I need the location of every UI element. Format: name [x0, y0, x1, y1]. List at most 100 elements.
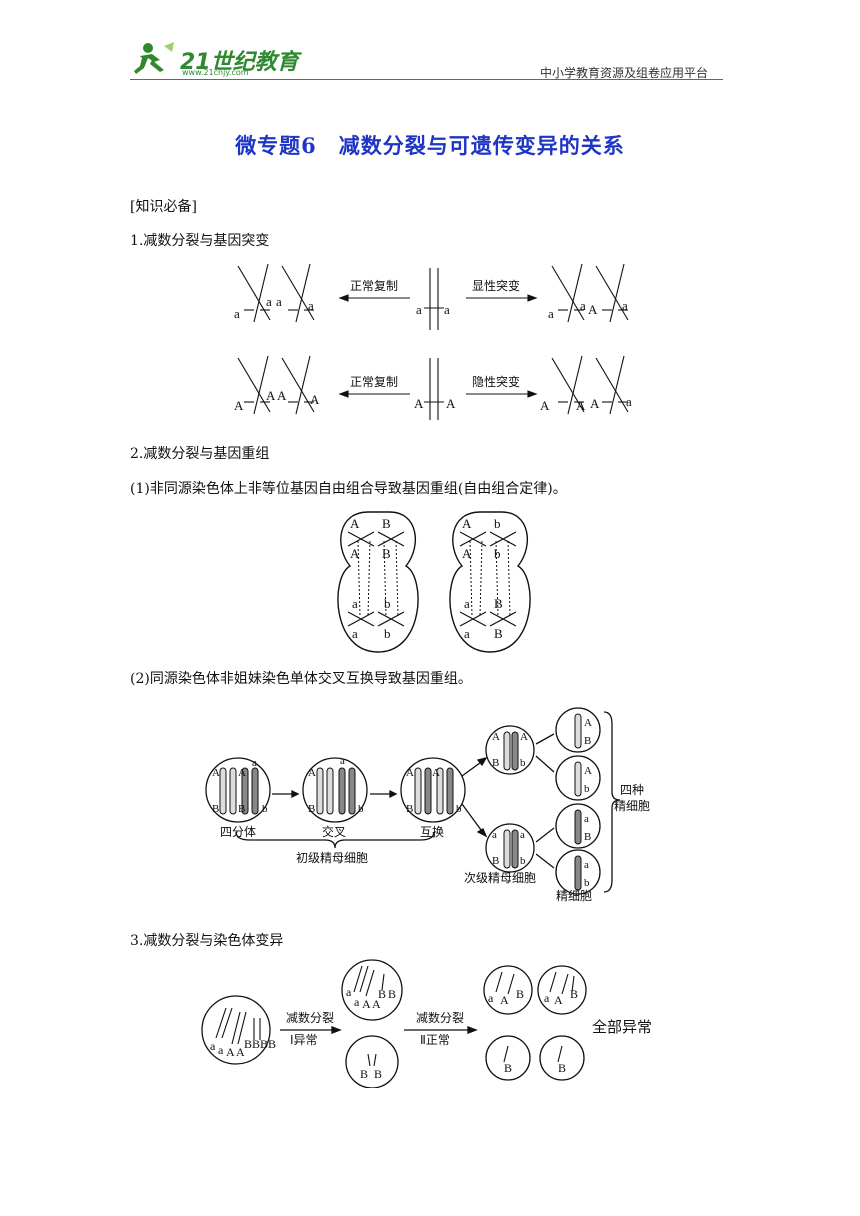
gene-label: B — [382, 516, 391, 531]
arrow-label-abnormal-1: Ⅰ异常 — [290, 1033, 318, 1047]
gene-label: B — [584, 735, 591, 747]
gene-label: A — [554, 993, 563, 1007]
heading-recombination: 2.减数分裂与基因重组 — [130, 446, 270, 462]
logo-url: www.21cnjy.com — [182, 68, 249, 77]
gene-label: B — [492, 757, 499, 769]
gene-label: B — [244, 1037, 252, 1051]
gene-label: B — [382, 546, 391, 561]
label-sperm-cell: 精细胞 — [556, 889, 592, 903]
gene-label: a — [352, 596, 358, 611]
gene-label: a — [488, 991, 494, 1005]
gene-label: A — [310, 392, 320, 407]
stage-exchange: 互换 — [420, 825, 444, 839]
gene-label: A — [462, 546, 472, 561]
gene-label: B — [388, 987, 396, 1001]
gene-label: b — [262, 803, 268, 815]
gene-label: A — [372, 997, 381, 1011]
gene-label: a — [252, 757, 257, 769]
gene-label: a — [544, 991, 550, 1005]
gene-mutation-figure: a a a a a a a a A a A A A A A A A A A a … — [234, 263, 632, 420]
gene-label: B — [252, 1037, 260, 1051]
gene-label: B — [492, 855, 499, 867]
gene-label: b — [584, 877, 590, 889]
gene-label: b — [520, 855, 526, 867]
gene-label: a — [340, 755, 345, 767]
gene-label: b — [494, 516, 501, 531]
gene-label: A — [414, 396, 424, 411]
gene-label: a — [266, 294, 272, 309]
gene-label: A — [362, 997, 371, 1011]
gene-label: B — [584, 831, 591, 843]
gene-label: A — [350, 516, 360, 531]
gene-label: A — [432, 767, 440, 779]
gene-label: a — [308, 298, 314, 313]
gene-label: B — [238, 803, 245, 815]
gene-label: a — [584, 813, 589, 825]
gene-label: A — [277, 388, 287, 403]
crossing-over-figure: AB AB ab AB ab AB Ab AB Ab aB ab AB Ab a… — [205, 707, 650, 903]
gene-label: b — [520, 757, 526, 769]
arrow-label-normal-replication-2: 正常复制 — [350, 375, 398, 389]
gene-label: a — [234, 306, 240, 321]
gene-label: A — [234, 398, 244, 413]
gene-label: b — [384, 596, 391, 611]
header-divider — [130, 79, 723, 80]
gene-label: A — [576, 398, 586, 413]
gene-label: a — [444, 302, 450, 317]
gene-label: a — [520, 829, 525, 841]
gene-label: A — [212, 767, 220, 779]
gene-label: a — [276, 294, 282, 309]
heading-chromosome-variation: 3.减数分裂与染色体变异 — [130, 933, 284, 949]
gene-label: A — [308, 767, 316, 779]
runner-logo-icon — [134, 42, 174, 74]
gene-label: B — [308, 803, 315, 815]
gene-label: A — [266, 388, 276, 403]
gene-label: A — [590, 396, 600, 411]
gene-label: A — [588, 302, 598, 317]
gene-label: a — [626, 394, 632, 409]
gene-label: A — [236, 1045, 245, 1059]
gene-label: A — [492, 731, 500, 743]
gene-label: B — [494, 596, 503, 611]
gene-label: B — [494, 626, 503, 641]
arrow-label-normal-2: Ⅱ正常 — [420, 1033, 450, 1047]
label-primary-spermatocyte: 初级精母细胞 — [296, 851, 368, 865]
gene-label: B — [558, 1061, 566, 1075]
gene-label: b — [584, 783, 590, 795]
site-name: 中小学教育资源及组卷应用平台 — [540, 66, 709, 80]
gene-label: b — [358, 803, 364, 815]
gene-label: A — [500, 993, 509, 1007]
gene-label: b — [384, 626, 391, 641]
gene-label: a — [346, 985, 352, 999]
gene-label: A — [226, 1045, 235, 1059]
label-all-abnormal: 全部异常 — [592, 1018, 652, 1036]
gene-label: A — [540, 398, 550, 413]
gene-label: b — [456, 803, 462, 815]
site-logo[interactable]: 21世纪教育 www.21cnjy.com — [130, 38, 300, 78]
gene-label: B — [406, 803, 413, 815]
label-secondary-spermatocyte: 次级精母细胞 — [464, 871, 536, 885]
gene-label: a — [464, 626, 470, 641]
gene-label: B — [212, 803, 219, 815]
arrow-label-recessive-mutation: 隐性突变 — [472, 374, 520, 389]
gene-label: A — [406, 767, 414, 779]
stage-tetrad: 四分体 — [220, 825, 256, 839]
gene-label: a — [584, 859, 589, 871]
gene-label: B — [268, 1037, 276, 1051]
gene-label: b — [494, 546, 501, 561]
gene-label: a — [548, 306, 554, 321]
gene-label: A — [584, 765, 592, 777]
gene-label: a — [352, 626, 358, 641]
gene-label: A — [350, 546, 360, 561]
stage-crossing: 交叉 — [322, 824, 346, 839]
gene-label: B — [378, 987, 386, 1001]
arrow-label-normal-replication-1: 正常复制 — [350, 279, 398, 293]
gene-label: B — [260, 1037, 268, 1051]
gene-label: a — [210, 1039, 216, 1053]
gene-label: a — [622, 298, 628, 313]
paragraph-independent-assortment: (1)非同源染色体上非等位基因自由组合导致基因重组(自由组合定律)。 — [130, 481, 567, 497]
gene-label: a — [464, 596, 470, 611]
gene-label: B — [504, 1061, 512, 1075]
